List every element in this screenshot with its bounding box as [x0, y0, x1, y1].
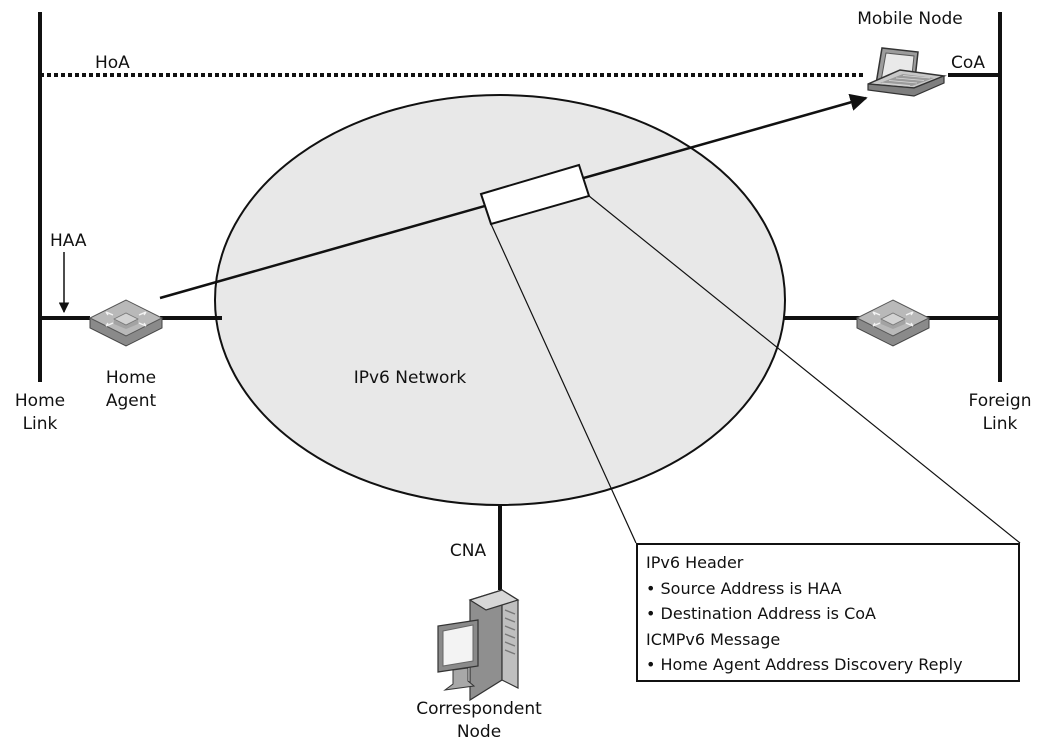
callout-heading: ICMPv6 Message [646, 629, 781, 649]
ipv6-network-label: IPv6 Network [354, 368, 467, 388]
callout-item: • Source Address is HAA [646, 578, 842, 598]
mobile-node-label: Mobile Node [857, 9, 963, 29]
correspondent-node-label: Correspondent [416, 699, 542, 719]
home-agent-label: Home [106, 368, 156, 388]
home-agent-label: Agent [106, 391, 157, 411]
server-icon [437, 588, 520, 702]
home-link-label: Link [23, 414, 58, 434]
laptop-icon [867, 47, 947, 97]
foreign-link-label: Foreign [969, 391, 1032, 411]
hoa-label: HoA [95, 53, 130, 73]
home-link-label: Home [15, 391, 65, 411]
callout-box: IPv6 Header • Source Address is HAA • De… [636, 543, 1020, 682]
foreign-link-label: Link [983, 414, 1018, 434]
ipv6-network-ellipse [214, 94, 786, 506]
callout-leader-line [588, 195, 1021, 544]
cna-label: CNA [450, 541, 487, 561]
callout-heading: IPv6 Header [646, 553, 744, 572]
haa-label: HAA [50, 231, 87, 251]
router-icon [88, 299, 164, 347]
router-icon [855, 299, 931, 347]
callout-item: • Destination Address is CoA [646, 604, 876, 623]
callout-item: • Home Agent Address Discovery Reply [646, 655, 963, 674]
callout-leader-line [490, 223, 637, 544]
coa-label: CoA [951, 53, 985, 73]
correspondent-node-label: Node [457, 722, 501, 742]
